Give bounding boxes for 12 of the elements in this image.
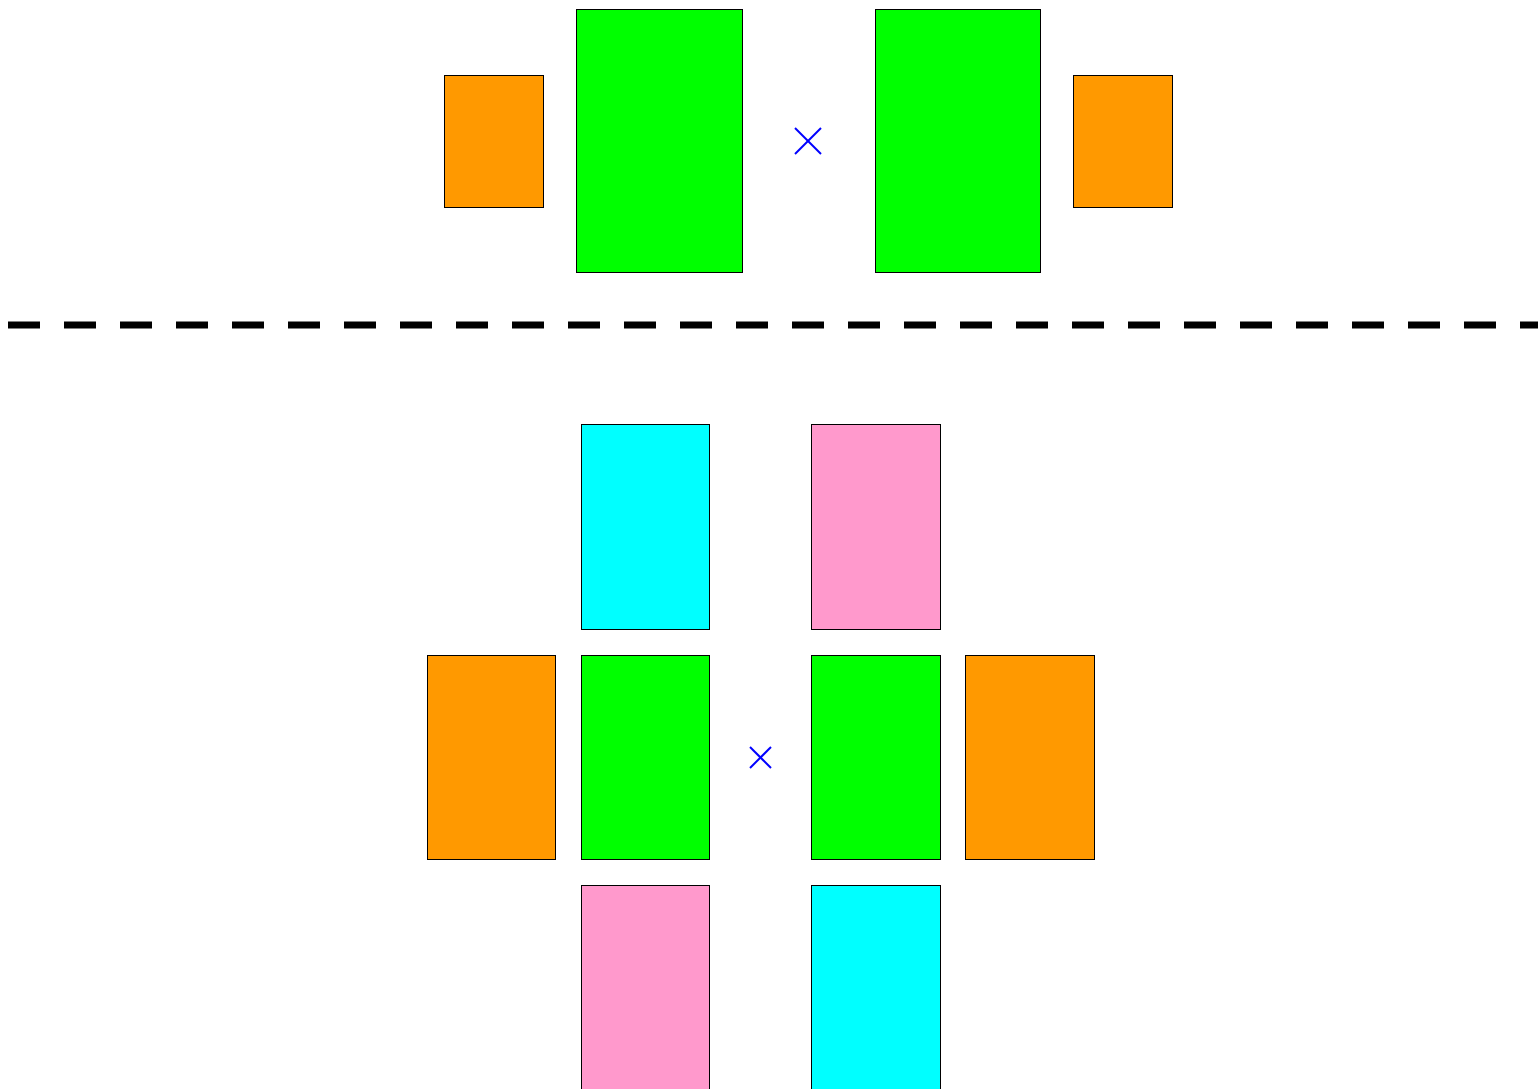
block xyxy=(811,655,941,860)
block xyxy=(427,655,556,860)
block xyxy=(576,9,743,273)
block xyxy=(581,655,710,860)
block xyxy=(965,655,1095,860)
block xyxy=(1073,75,1173,208)
block xyxy=(581,424,710,630)
block xyxy=(444,75,544,208)
block xyxy=(811,885,941,1089)
block xyxy=(811,424,941,630)
block xyxy=(875,9,1041,273)
block xyxy=(581,885,710,1089)
